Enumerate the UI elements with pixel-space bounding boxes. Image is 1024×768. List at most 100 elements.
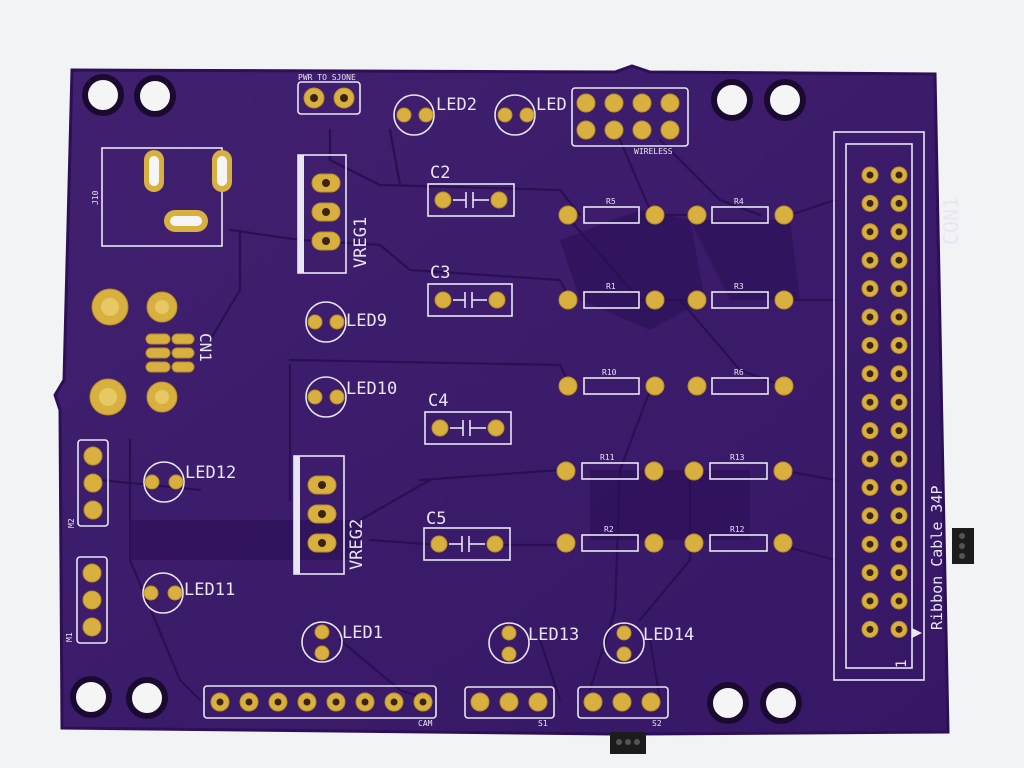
r11: R11 xyxy=(556,453,664,481)
cam-pin-hole xyxy=(274,698,282,706)
led14-footprint: LED14 xyxy=(603,622,694,664)
pcb-board xyxy=(53,64,950,744)
con1-pin-hole xyxy=(866,569,874,577)
cn1-footprint: CN1 xyxy=(89,288,215,416)
led11-label: LED11 xyxy=(184,580,235,600)
r6: R6 xyxy=(687,368,794,396)
wireless-header: WIRELESS xyxy=(571,87,689,156)
cn1-label: CN1 xyxy=(196,333,215,362)
con1-pin-hole xyxy=(866,171,874,179)
cam-label: CAM xyxy=(418,719,433,728)
r3: R3 xyxy=(687,282,794,310)
c3-label: C3 xyxy=(430,263,450,283)
led14-label: LED14 xyxy=(643,625,694,645)
con1-pin-hole xyxy=(895,427,903,435)
con1-pin-hole xyxy=(866,483,874,491)
cam-pins xyxy=(210,692,433,712)
led13-footprint: LED13 xyxy=(488,622,579,664)
led9-footprint: LED9 xyxy=(305,301,387,343)
copper-pours xyxy=(130,210,800,560)
mounting-holes xyxy=(70,74,806,724)
con1-pin-hole xyxy=(895,398,903,406)
vreg2-footprint: VREG2 xyxy=(293,455,367,575)
con1-pin-hole xyxy=(866,455,874,463)
con1-pin-hole xyxy=(895,199,903,207)
wireless-label: WIRELESS xyxy=(634,147,673,156)
con1-pin-hole xyxy=(866,540,874,548)
c5-footprint: C5 xyxy=(423,509,511,561)
edge-connector-bottom xyxy=(610,732,646,754)
m2-header: M2 xyxy=(67,439,109,528)
led12-footprint: LED12 xyxy=(143,461,236,503)
r13: R13 xyxy=(684,453,793,481)
cam-pin-hole xyxy=(245,698,253,706)
s1-header: S1 xyxy=(464,686,555,728)
con1-pin-hole xyxy=(895,256,903,264)
con1-pin-hole xyxy=(866,597,874,605)
led1-footprint: LED1 xyxy=(301,621,383,663)
con1-pin-hole xyxy=(866,370,874,378)
led13-label: LED13 xyxy=(528,625,579,645)
edge-connector-right xyxy=(952,528,974,564)
led3-label: LED xyxy=(536,95,567,115)
con1-pin-hole xyxy=(895,625,903,633)
con1-pin-hole xyxy=(895,370,903,378)
con1-label: CON1 xyxy=(939,197,963,245)
m1-label: M1 xyxy=(65,632,74,642)
r5-label: R5 xyxy=(606,197,616,206)
led11-footprint: LED11 xyxy=(142,572,235,614)
led2-footprint: LED2 xyxy=(393,94,477,136)
pwr-header: PWR TO SJONE xyxy=(297,73,361,115)
j10-jack: J10 xyxy=(91,147,232,247)
vreg2-label: VREG2 xyxy=(347,519,367,570)
led1-label: LED1 xyxy=(342,623,383,643)
c5-label: C5 xyxy=(426,509,446,529)
con1-pin-hole xyxy=(895,341,903,349)
led9-label: LED9 xyxy=(346,311,387,331)
c4-footprint: C4 xyxy=(424,391,512,445)
r4-label: R4 xyxy=(734,197,744,206)
con1-pin-hole xyxy=(866,256,874,264)
con1-pin-hole xyxy=(866,512,874,520)
cam-pin-hole xyxy=(390,698,398,706)
con1-pin-hole xyxy=(866,285,874,293)
con1-pins xyxy=(861,166,908,638)
cam-header: CAM xyxy=(203,685,437,728)
r2-label: R2 xyxy=(604,525,614,534)
cam-pin-hole xyxy=(303,698,311,706)
c3-footprint: C3 xyxy=(427,263,513,317)
r11-label: R11 xyxy=(600,453,615,462)
s1-label: S1 xyxy=(538,719,548,728)
s2-label: S2 xyxy=(652,719,662,728)
j10-label: J10 xyxy=(91,190,100,205)
con1-pin-hole xyxy=(866,427,874,435)
r3-label: R3 xyxy=(734,282,744,291)
c2-footprint: C2 xyxy=(427,163,515,217)
con1-pin-hole xyxy=(866,228,874,236)
vreg1-footprint: VREG1 xyxy=(297,154,371,274)
cam-pin-hole xyxy=(419,698,427,706)
con1-pin-hole xyxy=(895,512,903,520)
con1-pin-hole xyxy=(866,313,874,321)
r2: R2 xyxy=(556,525,664,553)
led3-footprint: LED xyxy=(494,94,567,136)
led10-label: LED10 xyxy=(346,379,397,399)
r13-label: R13 xyxy=(730,453,745,462)
pwr-label: PWR TO SJONE xyxy=(298,73,356,82)
con1-pin-hole xyxy=(895,313,903,321)
r6-label: R6 xyxy=(734,368,744,377)
ribbon-label: Ribbon Cable 34P xyxy=(928,486,946,631)
r1-label: R1 xyxy=(606,282,616,291)
r10: R10 xyxy=(558,368,665,396)
con1-pin-hole xyxy=(866,625,874,633)
led10-footprint: LED10 xyxy=(305,376,397,418)
c2-label: C2 xyxy=(430,163,450,183)
s2-header: S2 xyxy=(577,686,669,728)
con1-pin-hole xyxy=(895,597,903,605)
con1-pin-hole xyxy=(895,569,903,577)
cam-pin-hole xyxy=(361,698,369,706)
r1: R1 xyxy=(558,282,665,310)
con1-pin-hole xyxy=(895,540,903,548)
con1-pin-hole xyxy=(895,228,903,236)
